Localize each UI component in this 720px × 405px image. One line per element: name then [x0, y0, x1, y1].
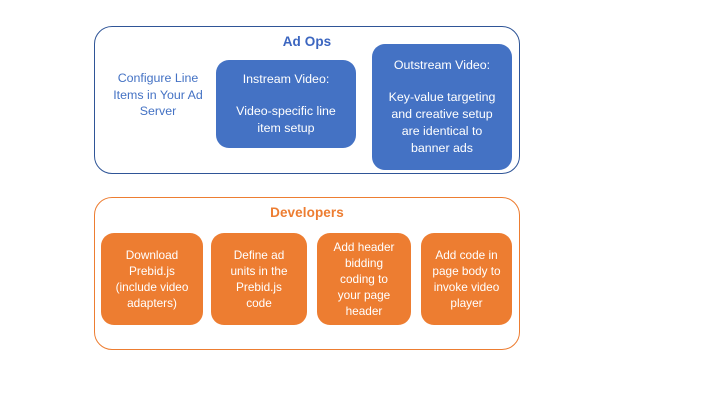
- node-add-header-bidding: Add header bidding coding to your page h…: [317, 233, 411, 325]
- node-instream-video-heading: Instream Video:: [242, 72, 330, 86]
- node-configure-line-items: Configure Line Items in Your Ad Server: [104, 70, 212, 120]
- node-define-ad-units-line-1: Define ad: [233, 248, 285, 262]
- node-add-header-bidding-line-2: bidding: [344, 256, 384, 270]
- node-add-page-body-code: Add code in page body to invoke video pl…: [421, 233, 512, 325]
- node-outstream-video-body-3: are identical to: [401, 124, 483, 138]
- node-outstream-video: Outstream Video: Key-value targeting and…: [372, 44, 512, 170]
- node-instream-video-body-1: Video-specific line: [236, 104, 336, 118]
- node-configure-line-items-line-3: Server: [139, 104, 177, 118]
- group-title-developers: Developers: [270, 205, 344, 220]
- node-outstream-video-spacer: [379, 74, 505, 89]
- node-add-page-body-code-line-3: invoke video: [433, 280, 500, 294]
- node-define-ad-units-line-3: Prebid.js: [236, 280, 282, 294]
- node-add-header-bidding-line-3: coding to: [340, 272, 388, 286]
- node-define-ad-units-line-4: code: [246, 296, 272, 310]
- node-outstream-video-body-1: Key-value targeting: [388, 90, 496, 104]
- node-instream-video-spacer: [223, 88, 349, 103]
- node-add-page-body-code-line-2: page body to: [432, 264, 501, 278]
- node-download-prebid-line-4: adapters): [127, 296, 177, 310]
- node-add-page-body-code-line-4: player: [450, 296, 483, 310]
- node-outstream-video-body-2: and creative setup: [391, 107, 493, 121]
- node-add-header-bidding-line-5: header: [345, 304, 383, 318]
- node-download-prebid: Download Prebid.js (include video adapte…: [101, 233, 203, 325]
- node-download-prebid-line-3: (include video: [115, 280, 189, 294]
- node-outstream-video-heading: Outstream Video:: [393, 58, 491, 72]
- node-outstream-video-body-4: banner ads: [410, 141, 473, 155]
- node-configure-line-items-line-2: Items in Your Ad: [113, 87, 203, 102]
- group-title-ad-ops: Ad Ops: [282, 34, 332, 49]
- node-instream-video-body-2: item setup: [257, 121, 315, 135]
- node-add-page-body-code-line-1: Add code in: [435, 248, 498, 262]
- node-define-ad-units: Define ad units in the Prebid.js code: [211, 233, 307, 325]
- node-define-ad-units-line-2: units in the: [230, 264, 288, 278]
- node-configure-line-items-line-1: Configure Line: [117, 71, 199, 85]
- node-download-prebid-line-1: Download: [125, 248, 179, 262]
- node-download-prebid-line-2: Prebid.js: [129, 264, 175, 278]
- node-add-header-bidding-line-4: your page: [337, 288, 391, 302]
- node-add-header-bidding-line-1: Add header: [333, 240, 395, 254]
- node-instream-video: Instream Video: Video-specific line item…: [216, 60, 356, 148]
